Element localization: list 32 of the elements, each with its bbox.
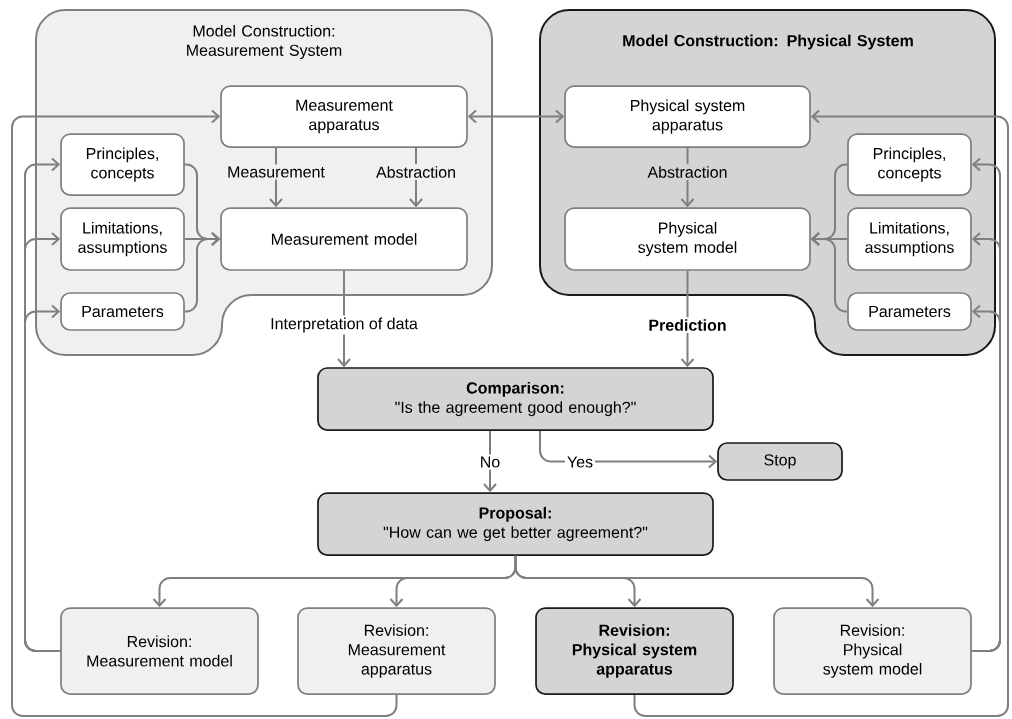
process-box: Physical system apparatus (564, 85, 811, 148)
revision-box: Revision: Physical system apparatus (535, 607, 734, 695)
process-box: Measurement apparatus (220, 85, 468, 148)
input-box: Parameters (60, 292, 185, 331)
terminal-box: Stop (717, 442, 843, 481)
edge-label: Abstraction (374, 164, 459, 180)
edge-label: Yes (564, 454, 596, 470)
arrow (24, 304, 62, 652)
arrow (680, 269, 695, 368)
edge-label: Measurement (225, 164, 327, 180)
arrow (467, 109, 565, 124)
input-box: Limitations, assumptions (60, 207, 185, 271)
edge-label: Abstraction (645, 164, 730, 180)
arrow (970, 304, 1001, 652)
revision-box: Revision: Measurement apparatus (297, 607, 496, 695)
input-box: Parameters (847, 292, 972, 331)
input-box: Principles, concepts (60, 133, 185, 196)
process-box: Measurement model (220, 207, 468, 271)
input-box: Limitations, assumptions (847, 207, 972, 271)
arrow (633, 109, 1009, 717)
edge-label: Interpretation of data (268, 315, 420, 335)
revision-box: Revision: Physical system model (773, 607, 972, 695)
arrow (11, 109, 398, 717)
revision-box: Revision: Measurement model (60, 607, 259, 695)
decision-box: Comparison: "Is the agreement good enough?" (317, 367, 714, 431)
edge-label: No (477, 454, 503, 470)
process-box: Proposal: "How can we get better agreement?" (317, 492, 714, 556)
arrow (337, 269, 351, 368)
edge-label: Prediction (646, 317, 729, 333)
input-box: Principles, concepts (847, 133, 972, 196)
arrow (514, 554, 880, 608)
process-box: Physical system model (564, 207, 811, 271)
